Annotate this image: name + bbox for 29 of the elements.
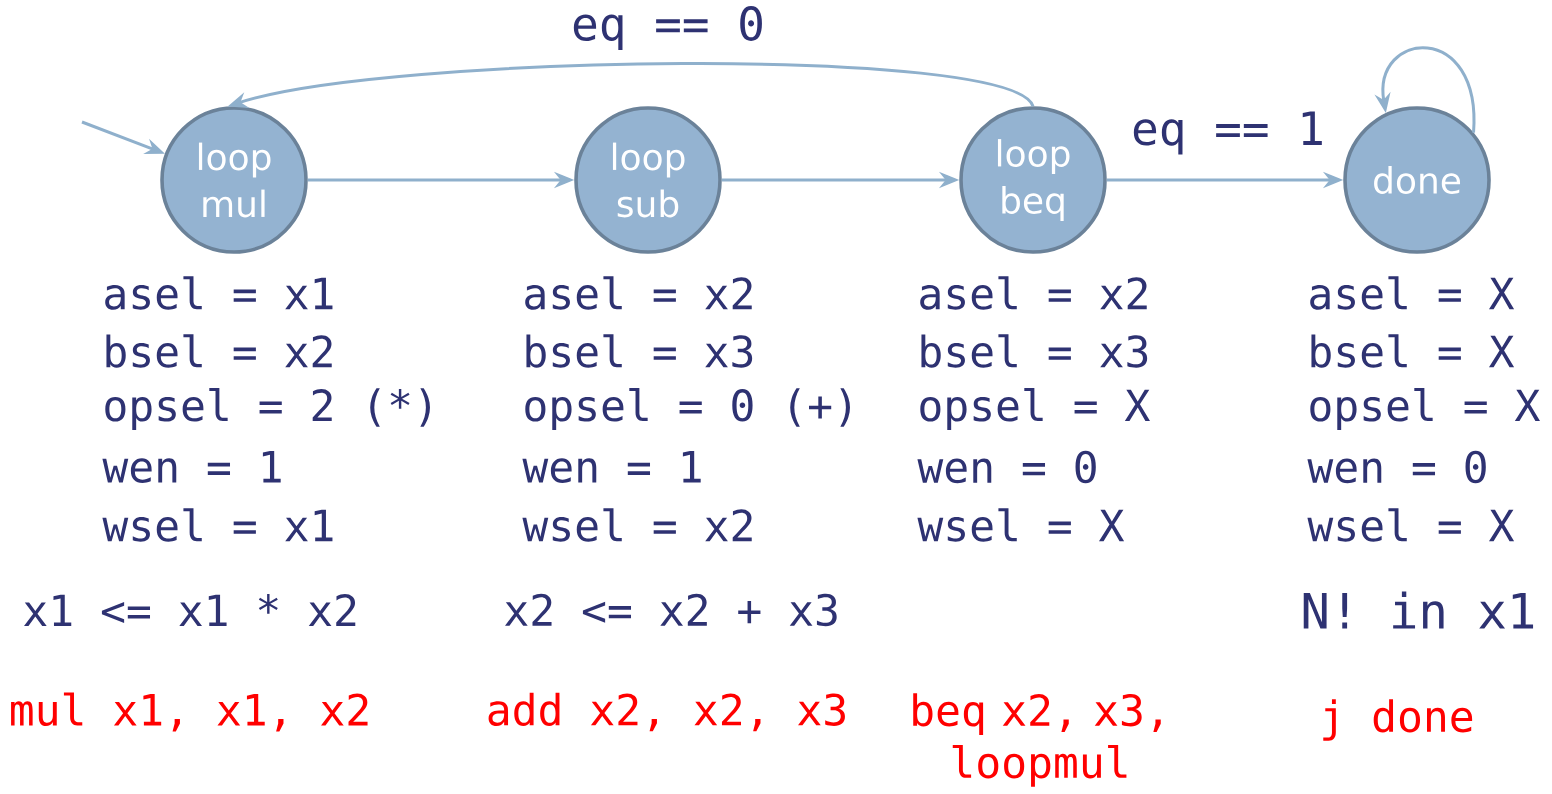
state-output-text: wsel = x2 xyxy=(522,508,752,542)
edge-label: eq == 1 xyxy=(1129,109,1327,157)
state-output-text: bsel = x3 xyxy=(526,334,753,368)
state-output-text: asel = X xyxy=(1310,276,1515,310)
instruction-text: beq x2, x3, loopmul xyxy=(913,693,1161,787)
state-output-text: asel = x2 xyxy=(920,276,1147,310)
state-output-text: wsel = X xyxy=(1307,508,1515,542)
state-output-text: wen = 1 xyxy=(102,451,281,483)
register-transfer-text: N! in x1 xyxy=(1303,591,1534,629)
state-output-text: wen = 0 xyxy=(917,450,1096,484)
edge-label: eq == 0 xyxy=(569,4,767,52)
state-output-text: opsel = X xyxy=(920,388,1150,430)
state-output-text: bsel = x3 xyxy=(921,334,1148,368)
instruction-text: mul x1, x1, x2 xyxy=(11,692,368,732)
state-output-text: asel = x2 xyxy=(525,276,752,310)
state-output-text: opsel = X xyxy=(1310,388,1540,430)
state-output-text: wen = 1 xyxy=(522,451,701,483)
state-output-text: bsel = X xyxy=(1311,334,1515,368)
state-output-text: wsel = X xyxy=(917,508,1125,542)
state-output-text: bsel = x2 xyxy=(106,334,332,368)
instruction-text: add x2, x2, x3 xyxy=(488,692,845,732)
state-output-text: opsel = 0 (+) xyxy=(525,388,850,430)
instruction-text: j done xyxy=(1323,699,1473,741)
state-output-text: wen = 0 xyxy=(1307,450,1486,484)
register-transfer-text: x2 <= x2 + x3 xyxy=(505,593,837,627)
register-transfer-text: x1 <= x1 * x2 xyxy=(24,594,356,626)
state-output-text: asel = x1 xyxy=(105,276,333,310)
state-output-text: opsel = 2 (*) xyxy=(105,388,430,430)
state-output-text: wsel = x1 xyxy=(102,508,333,542)
